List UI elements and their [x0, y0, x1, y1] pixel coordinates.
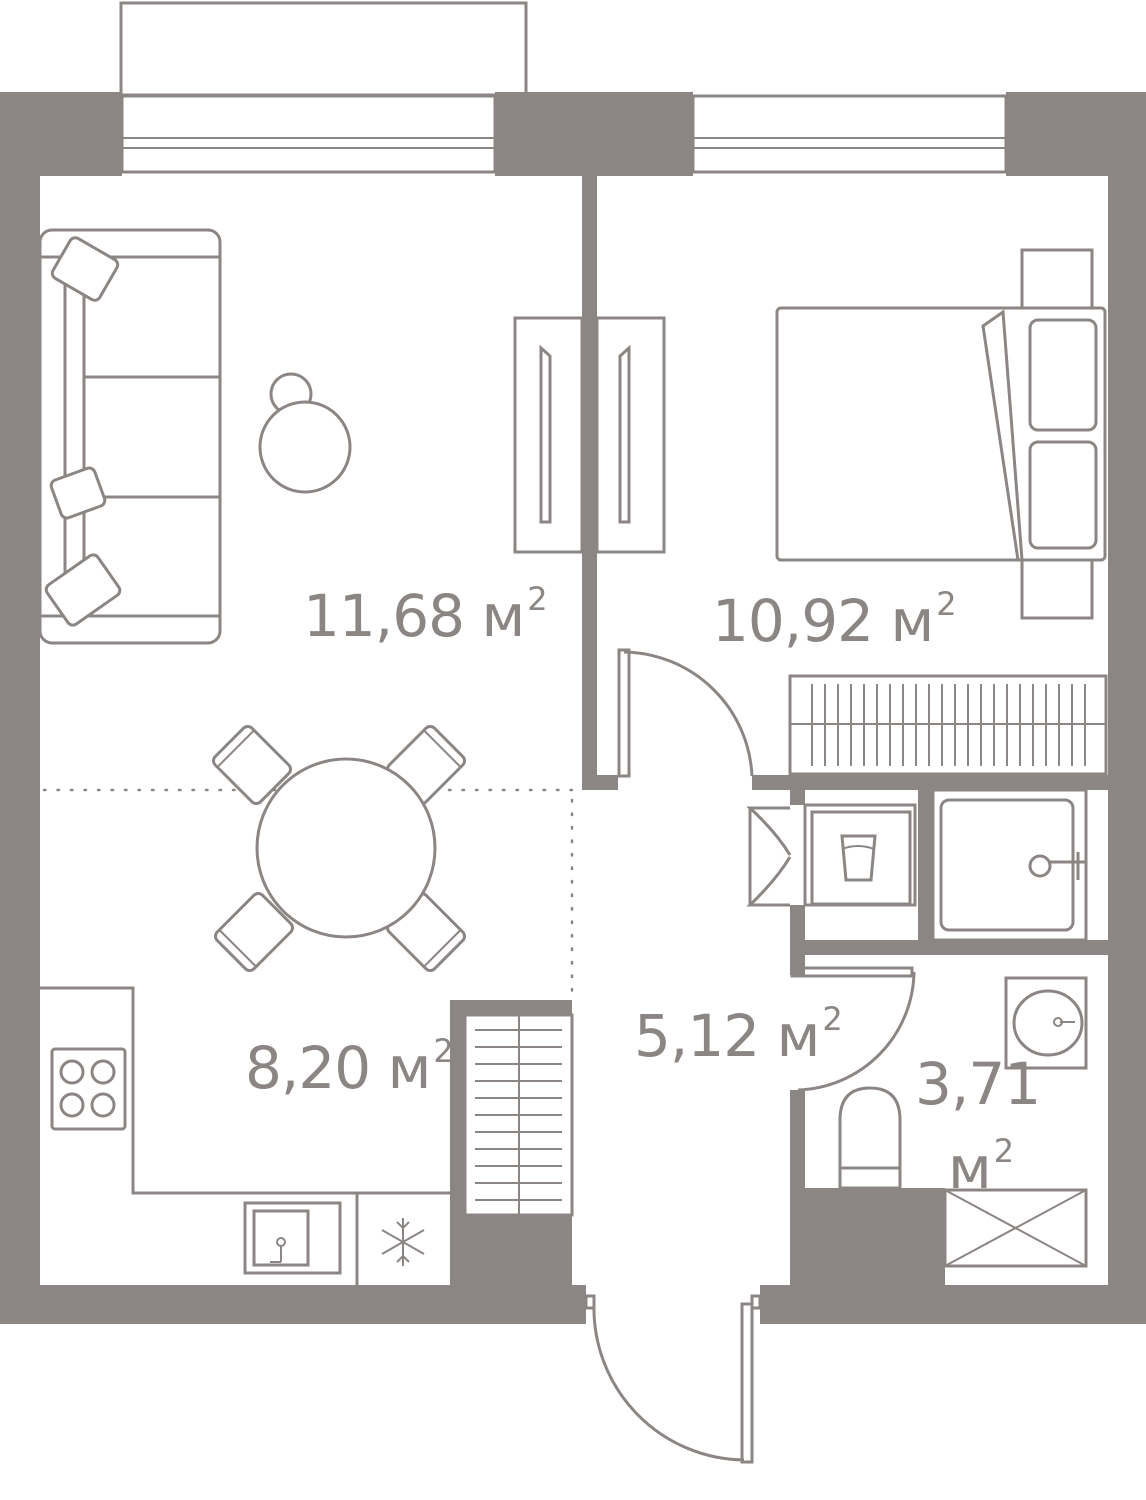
bathroom-sink [1004, 976, 1088, 1070]
windows [120, 94, 1008, 174]
area-unit: м [948, 1134, 992, 1203]
exterior-walls [0, 92, 1146, 1324]
coffee-table [258, 372, 352, 494]
fridge-icon [381, 1218, 425, 1266]
balcony [119, 1, 528, 97]
area-value: 3,71 [915, 1050, 1041, 1118]
bathroom-area: 3,71 м2 [915, 1042, 1041, 1210]
shower [931, 788, 1088, 942]
wardrobe-living [513, 316, 584, 554]
area-unit: м [481, 582, 525, 650]
zone-divider [42, 788, 580, 997]
bathroom-door [790, 966, 916, 1092]
kitchen-area: 8,20 м2 [245, 1032, 454, 1097]
area-unit-power: 2 [936, 585, 956, 623]
area-unit-power: 2 [993, 1132, 1014, 1171]
ventilation-shaft [943, 1188, 1088, 1268]
living-room-area: 11,68 м2 [303, 580, 548, 645]
toilet [838, 1086, 902, 1190]
kitchen-counter [40, 986, 450, 1285]
kitchen-sink [243, 1201, 342, 1275]
sofa [38, 228, 222, 645]
area-unit-power: 2 [527, 580, 547, 618]
area-unit-power: 2 [433, 1032, 453, 1070]
shelf [788, 674, 1108, 776]
laundry-doors [746, 806, 792, 907]
area-value: 10,92 [712, 587, 874, 655]
area-unit: м [776, 1002, 821, 1070]
entrance-door [584, 1294, 762, 1464]
area-value: 5,12 [634, 1002, 760, 1070]
bedroom-door [617, 648, 754, 778]
area-unit: м [890, 587, 934, 655]
area-unit: м [387, 1034, 432, 1102]
hall-area: 5,12 м2 [634, 1000, 843, 1065]
area-value: 8,20 [245, 1034, 371, 1102]
area-value: 11,68 [303, 582, 465, 650]
bed [775, 248, 1107, 620]
area-unit-power: 2 [822, 1000, 842, 1038]
wardrobe-bedroom [595, 316, 666, 554]
bedroom-area: 10,92 м2 [712, 585, 957, 650]
interior-walls [450, 176, 1108, 1285]
dining-table [211, 724, 467, 973]
hall-wardrobe [463, 1013, 574, 1217]
washing-machine [803, 803, 917, 907]
stove [50, 1047, 127, 1131]
